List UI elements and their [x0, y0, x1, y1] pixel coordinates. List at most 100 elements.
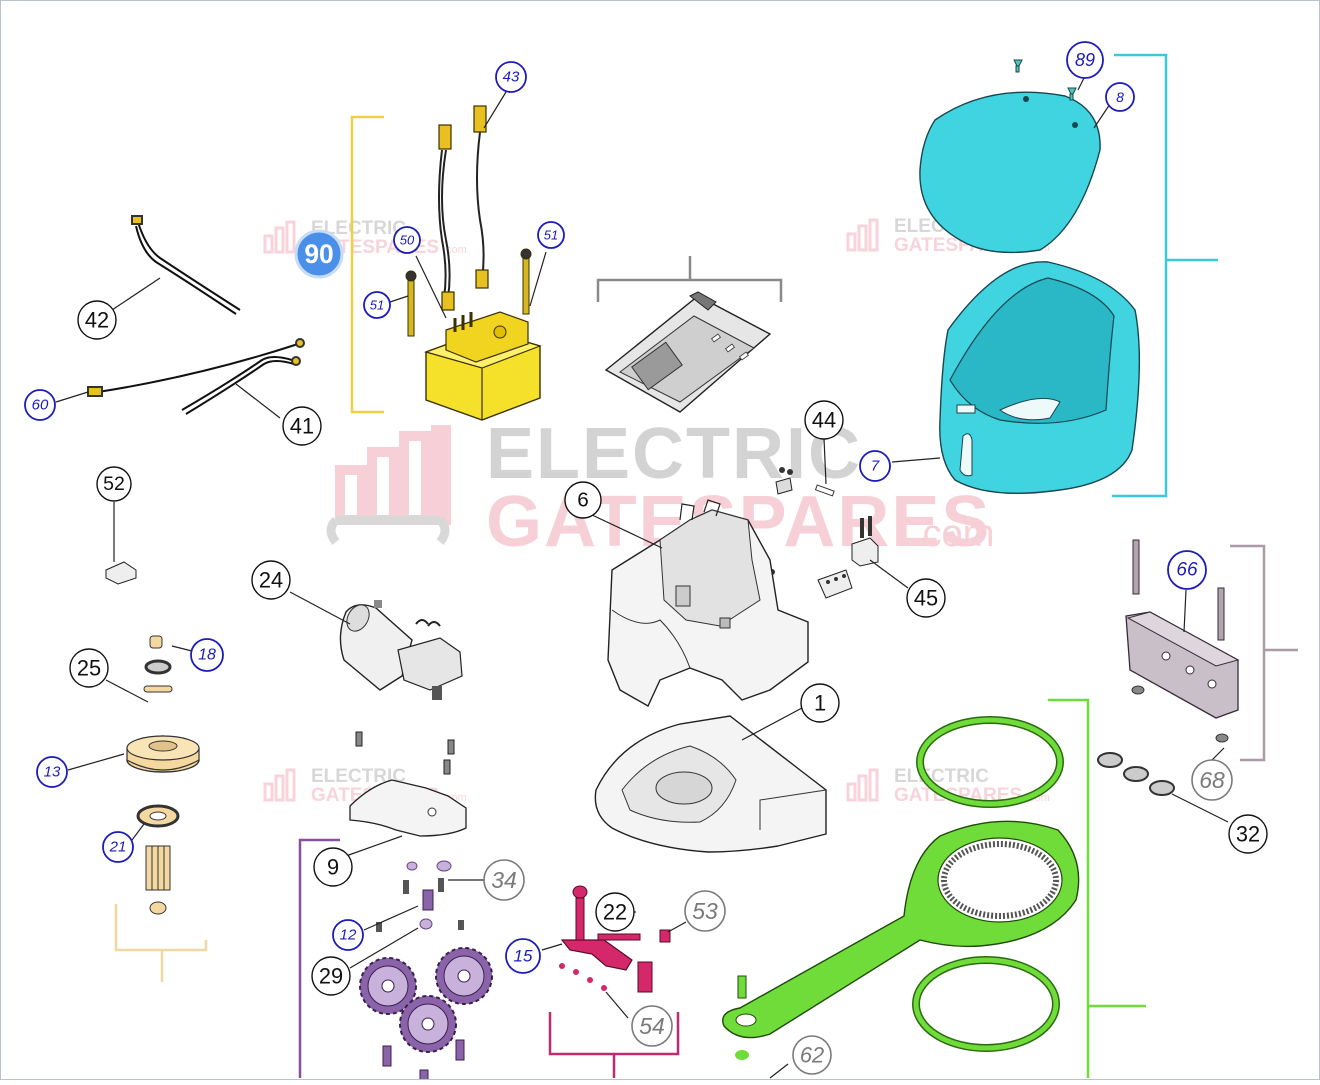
callout-circle	[190, 638, 224, 672]
callout-circle	[332, 919, 364, 951]
callout-18: 18	[190, 638, 224, 672]
callout-9: 9	[313, 847, 353, 887]
bracket-planetary-group	[298, 838, 340, 1078]
clip-52-part	[105, 561, 137, 585]
callout-circle	[564, 481, 602, 519]
bolt-51-part	[405, 248, 532, 337]
callout-62: 62	[792, 1035, 832, 1075]
callout-66: 66	[1167, 550, 1207, 590]
callout-circle	[311, 956, 351, 996]
callout-number: 15	[514, 947, 533, 966]
callout-number: 21	[109, 839, 127, 856]
callout-number: 22	[603, 900, 627, 925]
connector-43-icon	[438, 105, 489, 311]
callout-circle	[483, 859, 525, 901]
callout-circle	[251, 560, 291, 600]
release-lever-part	[559, 885, 671, 993]
callout-number: 41	[290, 414, 314, 439]
callout-43: 43	[495, 61, 527, 93]
bracket-cover-group	[1112, 53, 1218, 498]
callout-51: 51	[363, 291, 391, 319]
callout-circle	[495, 61, 527, 93]
bracket-ring-group	[1048, 698, 1146, 1078]
terminal-block-45-part	[769, 516, 879, 599]
bracket-transformer-group	[350, 115, 384, 414]
callout-24: 24	[251, 560, 291, 600]
cover-body-part	[939, 261, 1141, 495]
callout-circle	[1167, 550, 1207, 590]
callout-89: 89	[1066, 41, 1104, 79]
callout-number: 52	[103, 473, 125, 495]
callout-25: 25	[69, 648, 109, 688]
callout-number: 12	[340, 927, 357, 944]
control-board-part	[604, 291, 772, 413]
transformer-part	[424, 311, 542, 421]
callout-circle	[393, 226, 421, 254]
callout-number: 24	[259, 568, 283, 593]
wire-41-part	[181, 356, 301, 415]
callout-circle	[1228, 814, 1268, 854]
chassis-upper-part	[607, 499, 809, 707]
callout-29: 29	[311, 956, 351, 996]
callout-circle	[684, 890, 726, 932]
wire-60-part	[87, 338, 305, 397]
callout-circle	[1191, 759, 1233, 801]
callout-13: 13	[36, 756, 68, 788]
callout-50: 50	[393, 226, 421, 254]
callout-number: 45	[914, 586, 938, 611]
motor-24-part	[339, 600, 463, 700]
callout-number: 53	[692, 898, 718, 924]
callout-circle	[69, 648, 109, 688]
callout-number: 42	[85, 308, 109, 333]
callout-number: 9	[327, 855, 339, 880]
callout-53: 53	[684, 890, 726, 932]
callout-number: 43	[503, 69, 520, 86]
callout-circle	[77, 300, 117, 340]
callout-54: 54	[631, 1005, 673, 1047]
watermark-small-3-line1: ELECTRIC	[311, 766, 406, 787]
callout-circle	[36, 756, 68, 788]
callout-number: 1	[814, 691, 826, 716]
callout-number: 60	[32, 397, 49, 414]
callout-circle	[537, 221, 565, 249]
bracket-board-group	[596, 256, 783, 302]
callout-circle	[859, 450, 891, 482]
callout-number: 66	[1176, 560, 1198, 581]
callout-number: 6	[577, 489, 589, 512]
callout-8: 8	[1105, 82, 1135, 112]
callout-7: 7	[859, 450, 891, 482]
callout-number: 29	[319, 964, 343, 989]
callout-number: 32	[1236, 822, 1260, 847]
callout-1: 1	[800, 683, 840, 723]
leader-lines	[55, 77, 1229, 1079]
wire-42-part	[131, 215, 241, 315]
callout-number: 25	[77, 656, 101, 681]
callout-51: 51	[537, 221, 565, 249]
callout-circle	[282, 406, 322, 446]
watermark-line1: ELECTRIC	[486, 414, 862, 494]
washers-32-part	[1097, 752, 1175, 796]
callout-6: 6	[564, 481, 602, 519]
cover-top-part	[919, 91, 1101, 254]
callout-circle	[294, 229, 344, 279]
callout-15: 15	[505, 938, 541, 974]
callout-number: 54	[639, 1013, 665, 1039]
pin-44-part	[775, 467, 835, 497]
callout-44: 44	[804, 400, 844, 440]
gear-stack-part	[126, 635, 200, 915]
callout-22: 22	[595, 892, 635, 932]
callout-34: 34	[483, 859, 525, 901]
callout-circle	[631, 1005, 673, 1047]
callout-number: 62	[800, 1043, 824, 1068]
callout-12: 12	[332, 919, 364, 951]
callout-number: 51	[544, 228, 558, 243]
bracket-bracket66-group	[1230, 544, 1298, 762]
watermark-suffix: .com	[912, 513, 994, 555]
mount-bracket-66-part	[1125, 539, 1240, 743]
callout-21: 21	[102, 831, 134, 863]
callout-circle	[313, 847, 353, 887]
wire-harness-43-part	[438, 131, 485, 299]
watermark-wrench-icon	[326, 515, 450, 545]
callout-60: 60	[24, 389, 56, 421]
